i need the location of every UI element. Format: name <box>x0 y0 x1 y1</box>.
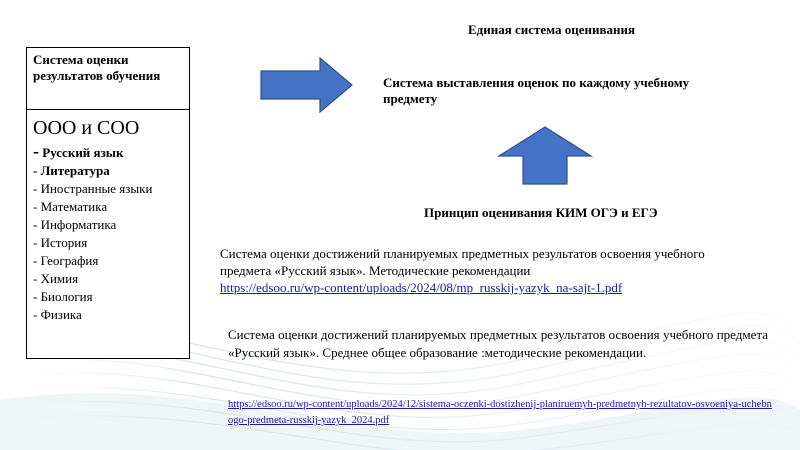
subject-item: - География <box>33 253 99 268</box>
doc1-reference: Система оценки достижений планируемых пр… <box>220 245 750 296</box>
subject-russian-dash: - <box>33 141 39 161</box>
box-heading: Система оценки результатов обучения <box>27 48 189 110</box>
subject-item: - Информатика <box>33 217 117 232</box>
education-levels: ООО и СОО <box>33 117 140 139</box>
doc1-text: Система оценки достижений планируемых пр… <box>220 246 705 278</box>
doc3-reference: https://edsoo.ru/wp-content/uploads/2024… <box>228 397 773 429</box>
subject-item: - Иностранные языки <box>33 181 153 196</box>
slide-title: Единая система оценивания <box>468 22 635 37</box>
principle-text: Принцип оценивания КИМ ОГЭ и ЕГЭ <box>424 205 658 220</box>
arrow-up-icon <box>497 126 593 185</box>
subject-item: - Математика <box>33 199 108 214</box>
doc3-link[interactable]: https://edsoo.ru/wp-content/uploads/2024… <box>228 399 772 426</box>
doc2-text: Система оценки достижений планируемых пр… <box>228 327 768 360</box>
doc1-link[interactable]: https://edsoo.ru/wp-content/uploads/2024… <box>220 280 623 295</box>
subject-item: - Химия <box>33 271 79 286</box>
box-body: ООО и СОО - Русский язык - Литература - … <box>27 110 189 330</box>
subject-item: - Физика <box>33 307 82 322</box>
subject-russian-label: Русский язык <box>39 145 124 160</box>
grading-system-text: Система выставления оценок по каждому уч… <box>383 75 690 106</box>
evaluation-system-box: Система оценки результатов обучения ООО … <box>26 47 190 359</box>
subject-item: - История <box>33 235 88 250</box>
subject-item: - Литература <box>33 163 110 178</box>
subject-item: - Биология <box>33 289 93 304</box>
subject-russian: - Русский язык <box>33 142 183 162</box>
arrow-right-icon <box>260 57 353 113</box>
